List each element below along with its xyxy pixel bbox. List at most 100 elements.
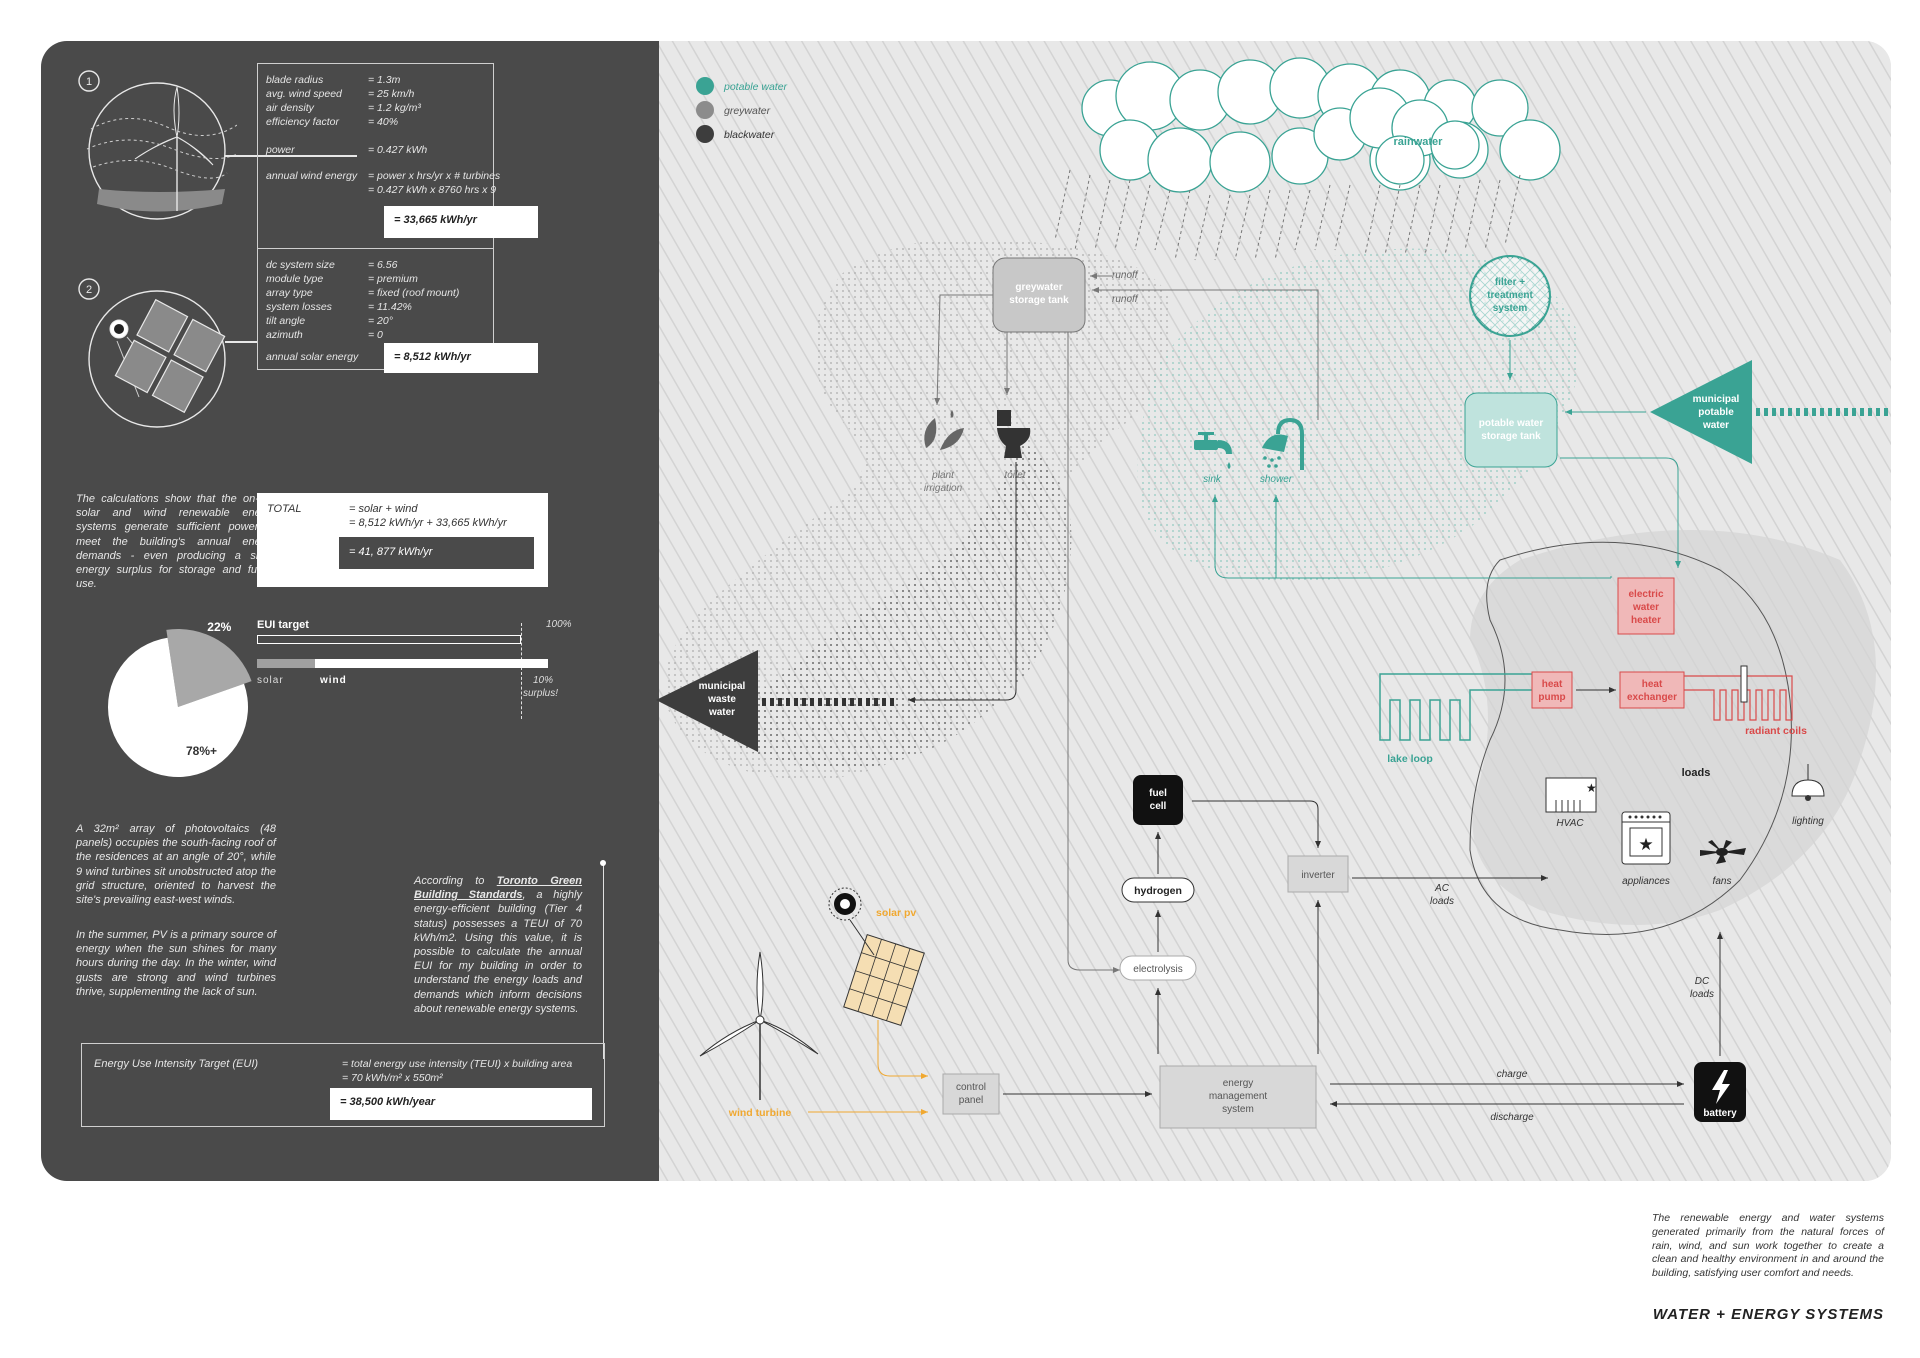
radiant-coils [1684, 675, 1793, 721]
legend-label-blackwater: blackwater [724, 129, 775, 141]
legend-label-greywater: greywater [724, 105, 771, 117]
solar-label-1: module type [266, 273, 324, 285]
pie-slice-1 [108, 637, 248, 777]
filter-label-3: system [1493, 303, 1528, 314]
wind-value-3: = 40% [368, 116, 399, 128]
connector-line [225, 155, 357, 157]
wind-label-5: annual wind energy [266, 170, 358, 182]
wind-label-1: avg. wind speed [266, 88, 342, 100]
plant-icon [924, 410, 964, 450]
runoff-label-1: runoff [1112, 270, 1139, 281]
solar-pv-label: solar pv [876, 907, 916, 919]
sink-icon [1194, 432, 1232, 469]
solar-pv-panel[interactable] [843, 933, 925, 1027]
toronto-link[interactable]: Toronto Green Building Standards [414, 875, 583, 902]
solar-label-3: system losses [266, 301, 332, 313]
heat-pump[interactable] [1531, 671, 1573, 709]
sun-ray [849, 919, 875, 956]
ac-loads-label-2: loads [1430, 896, 1454, 907]
wind-label-2: air density [266, 102, 314, 114]
wind-value-4: = 0.427 kWh [368, 144, 428, 156]
heat-pump-label-2: pump [1538, 692, 1565, 703]
heater-label-3: heater [1631, 615, 1661, 626]
wind-turbine-icon[interactable] [699, 951, 819, 1100]
heat-exchanger[interactable] [1619, 671, 1685, 709]
greywater-tank-label-1: greywater [1015, 282, 1062, 293]
solar-value-1: = premium [368, 273, 418, 285]
sink-label: sink [1203, 474, 1222, 485]
energy-management-system[interactable] [1159, 1065, 1317, 1129]
potable-tank-label-2: storage tank [1481, 431, 1541, 442]
fuel-cell[interactable] [1133, 775, 1183, 825]
wind-turbine-label: wind turbine [728, 1107, 792, 1119]
heater-label-1: electric [1628, 589, 1663, 600]
legend-label-potable: potable water [723, 81, 788, 93]
wind-turbine-circle-illustration: 1 [78, 70, 237, 220]
potable-water-storage-tank[interactable] [1464, 392, 1558, 468]
solar-panel-circle-illustration: 2 [78, 278, 226, 428]
wind-bar-label: wind [320, 675, 347, 686]
fuel-cell-label-1: fuel [1149, 788, 1167, 799]
hydrogen[interactable] [1121, 877, 1195, 903]
electrolysis[interactable] [1119, 955, 1197, 981]
inverter[interactable] [1287, 855, 1349, 893]
lake-loop-coil [1379, 673, 1532, 741]
solar-result: = 8,512 kWh/yr [384, 343, 538, 373]
pv-to-control-arrow [877, 1020, 928, 1079]
runoff-label-2: runoff [1112, 294, 1139, 305]
solar-value-3: = 11.42% [368, 301, 412, 313]
total-box: TOTAL = solar + wind = 8,512 kWh/yr + 33… [257, 493, 548, 587]
waste-label-2: waste [707, 694, 736, 705]
divider-dot [600, 860, 606, 866]
total-label: TOTAL [267, 503, 302, 515]
pie-slice-0 [166, 629, 252, 707]
filter-label-1: filter + [1495, 277, 1525, 288]
solar-number: 2 [86, 284, 92, 296]
heat-pump-label-1: heat [1542, 679, 1563, 690]
surplus-pct: 10% [533, 675, 554, 686]
surplus-label: surplus! [523, 688, 559, 699]
total-line2: = 8,512 kWh/yr + 33,665 kWh/yr [349, 517, 507, 529]
svg-text:★: ★ [1586, 781, 1597, 795]
wind-label-3: efficiency factor [266, 116, 339, 128]
control-panel[interactable] [942, 1073, 1000, 1115]
municipal-waste-triangle [656, 650, 758, 752]
waste-label-1: municipal [699, 681, 746, 692]
wind-value-0: = 1.3m [368, 74, 401, 86]
solar-bar-label: solar [257, 675, 284, 686]
energy-bar [257, 659, 548, 668]
radiant-coils-label: radiant coils [1745, 725, 1807, 737]
toilet-icon [997, 410, 1031, 458]
footer-title: WATER + ENERGY SYSTEMS [1652, 1306, 1884, 1323]
potable-tank-label-1: potable water [1479, 418, 1544, 429]
control-panel-label-2: panel [959, 1095, 983, 1106]
connector-line [225, 341, 257, 343]
plant-label-1: plant [931, 470, 955, 481]
toronto-text: According to Toronto Green Building Stan… [414, 874, 582, 1016]
blackwater-drain-arrow [908, 462, 1017, 703]
electric-water-heater[interactable] [1617, 577, 1675, 635]
wind-value-5: = power x hrs/yr x # turbines [368, 170, 501, 182]
wind-label-0: blade radius [266, 74, 324, 86]
shower-label: shower [1260, 474, 1293, 485]
hydrogen-label: hydrogen [1134, 885, 1182, 897]
heater-label-2: water [1632, 602, 1659, 613]
solar-value-4: = 20° [368, 315, 393, 327]
shower-icon [1262, 417, 1304, 470]
eui-target-box: Energy Use Intensity Target (EUI) = tota… [81, 1043, 605, 1127]
solar-label-2: array type [266, 287, 313, 299]
energy-pie-chart: 22%78%+ [108, 620, 252, 777]
summer-text: In the summer, PV is a primary source of… [76, 929, 276, 998]
blackwater-zone [700, 440, 1072, 770]
eui-target-line2: = 70 kWh/m² x 550m² [342, 1072, 443, 1084]
eui-bar-pct: 100% [546, 619, 572, 630]
ems-label-3: system [1222, 1104, 1254, 1115]
eui-bar-title: EUI target [257, 619, 309, 631]
appliances-label: appliances [1622, 876, 1670, 887]
municipal-potable-triangle [1650, 360, 1752, 464]
left-panel: 1 blade radius = 1.3m avg. wind speed = … [41, 41, 659, 1181]
toronto-text-post: , a highly energy-efficient building (Ti… [414, 889, 582, 1015]
pie-label-0: 22% [207, 620, 231, 634]
loads-zone [1470, 530, 1876, 925]
svg-text:★: ★ [1638, 835, 1653, 854]
